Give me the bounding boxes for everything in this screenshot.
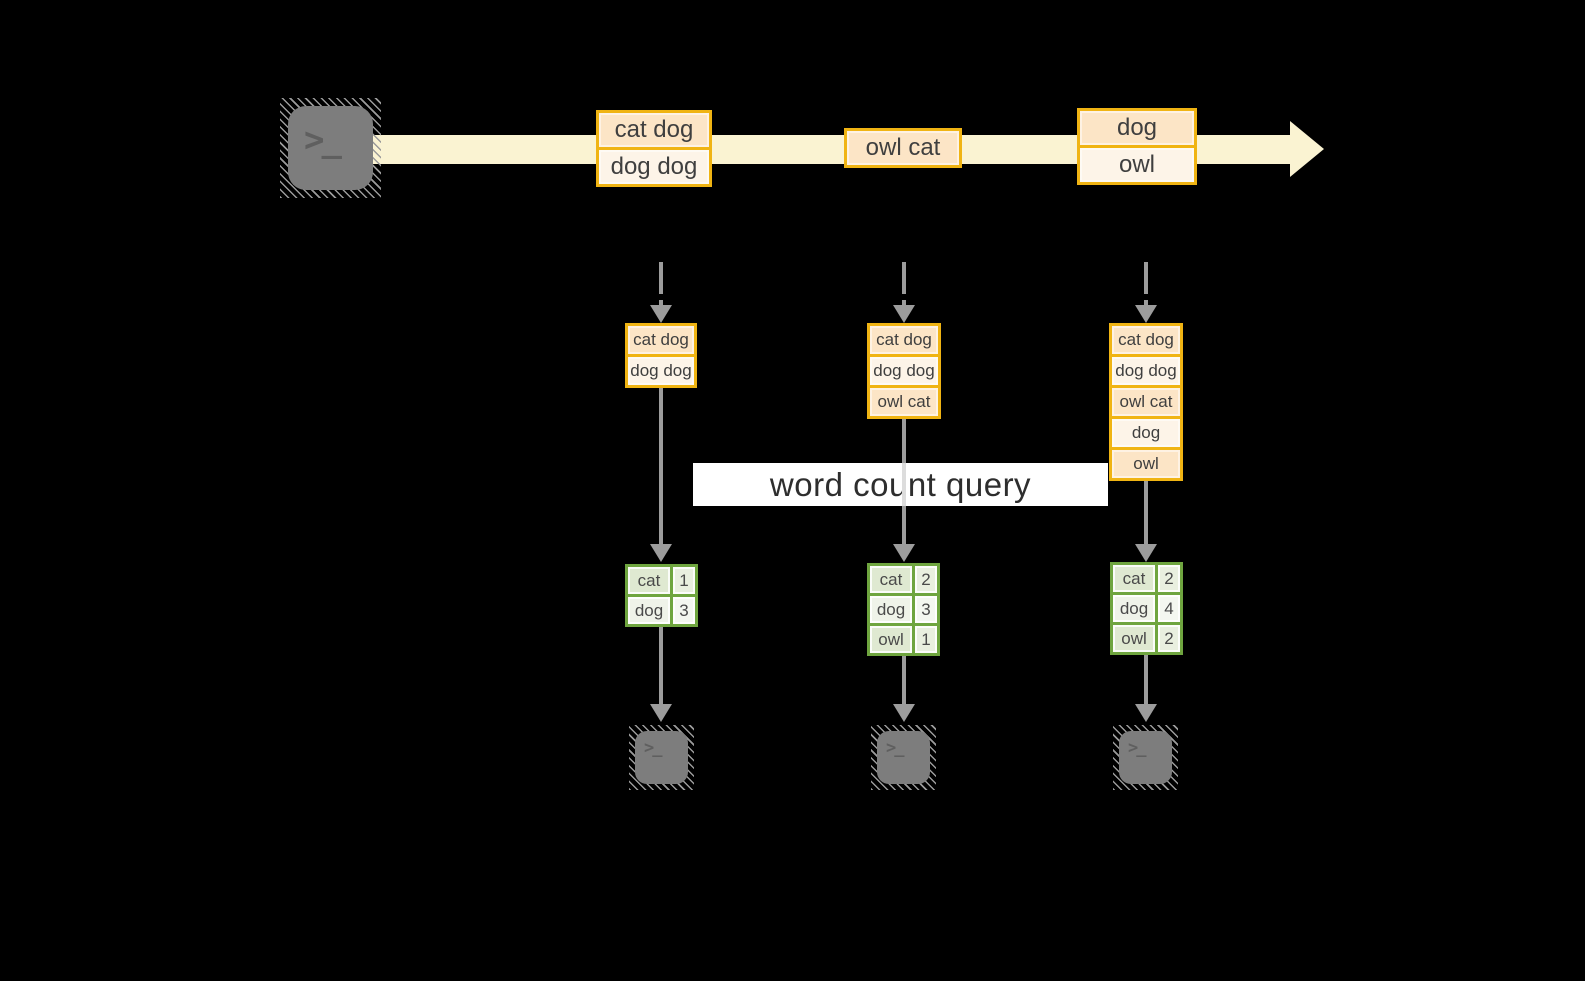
- dashed-arrow-line: [902, 262, 906, 294]
- count-value: 1: [915, 626, 937, 653]
- state-cell: cat dog: [870, 326, 938, 354]
- state-cell: dog dog: [1112, 357, 1180, 385]
- terminal-prompt-icon: >_: [1128, 738, 1147, 758]
- count-word: owl: [1113, 625, 1155, 652]
- down-arrowhead-icon: [650, 305, 672, 323]
- stream-cell: owl: [1080, 148, 1194, 182]
- terminal-body: >_: [635, 731, 688, 784]
- down-arrowhead-icon: [893, 704, 915, 722]
- state-cell: owl cat: [870, 388, 938, 416]
- state-cell: owl: [1112, 450, 1180, 478]
- state-cell: dog dog: [628, 357, 694, 385]
- dashed-arrow-line: [1144, 300, 1148, 308]
- count-value: 3: [915, 596, 937, 623]
- down-arrowhead-icon: [893, 544, 915, 562]
- stream-cell: dog dog: [599, 150, 709, 184]
- down-arrowhead-icon: [1135, 544, 1157, 562]
- count-word: cat: [870, 566, 912, 593]
- terminal-prompt-icon: >_: [644, 738, 663, 758]
- state-cell: dog dog: [870, 357, 938, 385]
- count-table-2: cat 2 dog 3 owl 1: [867, 563, 940, 656]
- count-value: 2: [1158, 565, 1180, 592]
- down-arrowhead-icon: [1135, 305, 1157, 323]
- count-table-3: cat 2 dog 4 owl 2: [1110, 562, 1183, 655]
- count-value: 4: [1158, 595, 1180, 622]
- terminal-prompt-icon: >_: [886, 738, 905, 758]
- down-arrowhead-icon: [650, 704, 672, 722]
- dashed-arrow-line: [659, 300, 663, 308]
- count-value: 2: [915, 566, 937, 593]
- stream-batch-2: owl cat: [844, 128, 962, 168]
- terminal-body: >_: [877, 731, 930, 784]
- dashed-arrow-line: [1144, 262, 1148, 294]
- arrow-line: [659, 388, 663, 544]
- arrow-line-through-banner: [902, 463, 906, 506]
- terminal-prompt-icon: >_: [304, 120, 342, 160]
- arrow-line: [1144, 481, 1148, 544]
- down-arrowhead-icon: [650, 544, 672, 562]
- stream-cell: dog: [1080, 111, 1194, 145]
- count-value: 2: [1158, 625, 1180, 652]
- state-stack-2: cat dog dog dog owl cat: [867, 323, 941, 419]
- stream-cell: owl cat: [847, 131, 959, 165]
- state-stack-3: cat dog dog dog owl cat dog owl: [1109, 323, 1183, 481]
- count-word: dog: [870, 596, 912, 623]
- arrow-line: [1144, 655, 1148, 704]
- count-value: 3: [673, 597, 695, 624]
- state-cell: cat dog: [628, 326, 694, 354]
- terminal-source-body: >_: [288, 106, 373, 190]
- query-banner-label: word count query: [769, 465, 1032, 503]
- stream-cell: cat dog: [599, 113, 709, 147]
- dashed-arrow-line: [659, 262, 663, 294]
- count-word: cat: [1113, 565, 1155, 592]
- terminal-output-icon-1: >_: [629, 725, 694, 790]
- count-word: owl: [870, 626, 912, 653]
- stream-arrowhead-icon: [1290, 121, 1324, 177]
- stream-batch-3: dog owl: [1077, 108, 1197, 185]
- count-value: 1: [673, 567, 695, 594]
- count-word: cat: [628, 567, 670, 594]
- count-table-1: cat 1 dog 3: [625, 564, 698, 627]
- down-arrowhead-icon: [893, 305, 915, 323]
- state-cell: owl cat: [1112, 388, 1180, 416]
- count-word: dog: [1113, 595, 1155, 622]
- state-stack-1: cat dog dog dog: [625, 323, 697, 388]
- stream-batch-1: cat dog dog dog: [596, 110, 712, 187]
- dashed-arrow-line: [902, 300, 906, 308]
- arrow-line: [659, 627, 663, 704]
- terminal-output-icon-2: >_: [871, 725, 936, 790]
- query-banner: word count query: [693, 463, 1108, 506]
- down-arrowhead-icon: [1135, 704, 1157, 722]
- arrow-line: [902, 656, 906, 704]
- terminal-source-icon: >_: [280, 98, 381, 198]
- count-word: dog: [628, 597, 670, 624]
- terminal-body: >_: [1119, 731, 1172, 784]
- state-cell: cat dog: [1112, 326, 1180, 354]
- state-cell: dog: [1112, 419, 1180, 447]
- terminal-output-icon-3: >_: [1113, 725, 1178, 790]
